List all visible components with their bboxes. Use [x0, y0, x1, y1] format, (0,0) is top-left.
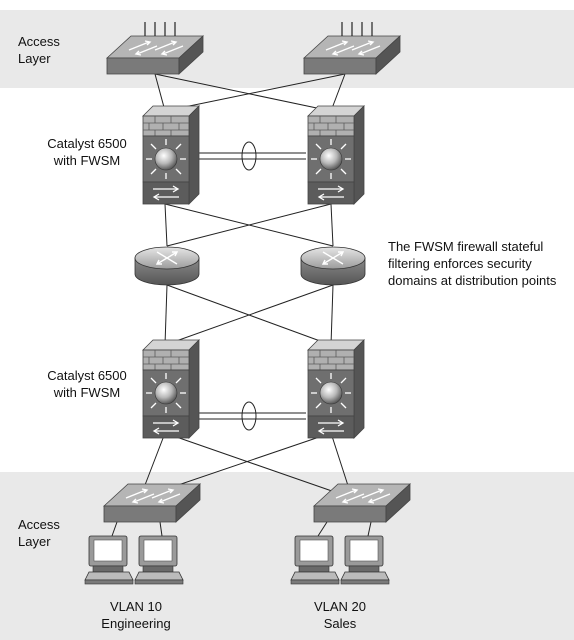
- fwsm-note-line: filtering enforces security: [388, 256, 532, 271]
- vlan-label-engineering: VLAN 10 Engineering: [86, 598, 186, 632]
- catalyst-label-bottom: Catalyst 6500 with FWSM: [36, 367, 138, 401]
- workstation-icon: [340, 535, 390, 585]
- workstation-icon: [290, 535, 340, 585]
- vlan-label-sales: VLAN 20 Sales: [290, 598, 390, 632]
- catalyst-label-line: with FWSM: [53, 385, 121, 400]
- fwsm-note-line: domains at distribution points: [388, 273, 557, 288]
- vlan-label-line: Sales: [323, 616, 357, 631]
- access-layer-label-bottom: Access Layer: [18, 516, 60, 550]
- catalyst-label-top: Catalyst 6500 with FWSM: [36, 135, 138, 169]
- catalyst-label-line: with FWSM: [53, 153, 121, 168]
- access-switch-icon: [103, 483, 201, 523]
- port-channel-bottom: [192, 401, 306, 431]
- catalyst-label-line: Catalyst 6500: [47, 136, 127, 151]
- access-switch-icon: [106, 22, 204, 75]
- access-layer-label-line: Access: [18, 517, 60, 532]
- workstation-icon: [134, 535, 184, 585]
- access-switch-icon: [303, 22, 401, 75]
- catalyst-6500-fwsm-icon: [307, 105, 365, 205]
- vlan-label-line: VLAN 20: [313, 599, 367, 614]
- catalyst-6500-fwsm-icon: [142, 105, 200, 205]
- router-icon: [300, 246, 366, 286]
- vlan-label-line: VLAN 10: [109, 599, 163, 614]
- vlan-label-line: Engineering: [101, 616, 171, 631]
- workstation-icon: [84, 535, 134, 585]
- port-channel-top: [192, 141, 306, 171]
- fwsm-note-line: The FWSM firewall stateful: [388, 239, 544, 254]
- access-layer-band-top: [0, 10, 574, 88]
- router-icon: [134, 246, 200, 286]
- catalyst-6500-fwsm-icon: [142, 339, 200, 439]
- fwsm-note: The FWSM firewall stateful filtering enf…: [388, 238, 556, 289]
- access-layer-label-line: Access: [18, 34, 60, 49]
- catalyst-label-line: Catalyst 6500: [47, 368, 127, 383]
- access-layer-label-line: Layer: [18, 51, 51, 66]
- access-layer-label-line: Layer: [18, 534, 51, 549]
- access-layer-label-top: Access Layer: [18, 33, 60, 67]
- catalyst-6500-fwsm-icon: [307, 339, 365, 439]
